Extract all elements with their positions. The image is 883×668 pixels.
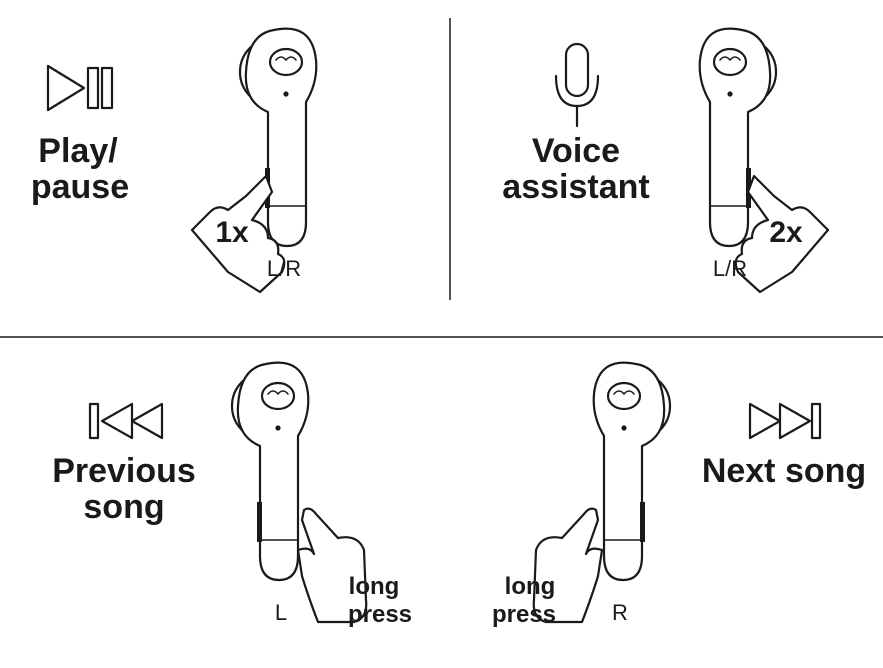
previous-song-panel: Previous song long press L: [52, 361, 412, 628]
next-song-panel: Next song long press R: [492, 361, 866, 628]
skip-forward-icon: [748, 402, 822, 440]
previous-song-title-line2: song: [83, 488, 164, 526]
microphone-icon: [554, 42, 600, 128]
previous-song-title-line1: Previous: [52, 452, 196, 490]
play-pause-title-line2: pause: [31, 168, 129, 206]
earbud-left: [230, 361, 310, 582]
play-pause-panel: Play/ pause 1x L/R: [31, 27, 318, 294]
press-label-line2: press: [348, 601, 412, 628]
play-pause-icon: [46, 64, 114, 112]
press-label-line1: long: [505, 573, 556, 600]
long-press-hand: [532, 507, 604, 624]
press-count: 1x: [215, 216, 249, 249]
press-count: 2x: [769, 216, 803, 249]
next-song-title: Next song: [702, 452, 866, 490]
pointing-hand: [190, 174, 286, 294]
voice-assistant-panel: Voice assistant 2x L/R: [502, 27, 830, 294]
side-label: R: [612, 600, 628, 625]
voice-assistant-title-line1: Voice: [532, 132, 620, 170]
voice-assistant-title-line2: assistant: [502, 168, 649, 206]
play-pause-title-line1: Play/: [38, 132, 118, 170]
press-label-line2: press: [492, 601, 556, 628]
pointing-hand: [734, 174, 830, 294]
side-label: L/R: [267, 256, 301, 281]
side-label: L/R: [713, 256, 747, 281]
long-press-hand: [296, 507, 368, 624]
earbud-right: [592, 361, 672, 582]
press-label-line1: long: [349, 573, 400, 600]
skip-back-icon: [88, 402, 164, 440]
side-label: L: [275, 600, 287, 625]
